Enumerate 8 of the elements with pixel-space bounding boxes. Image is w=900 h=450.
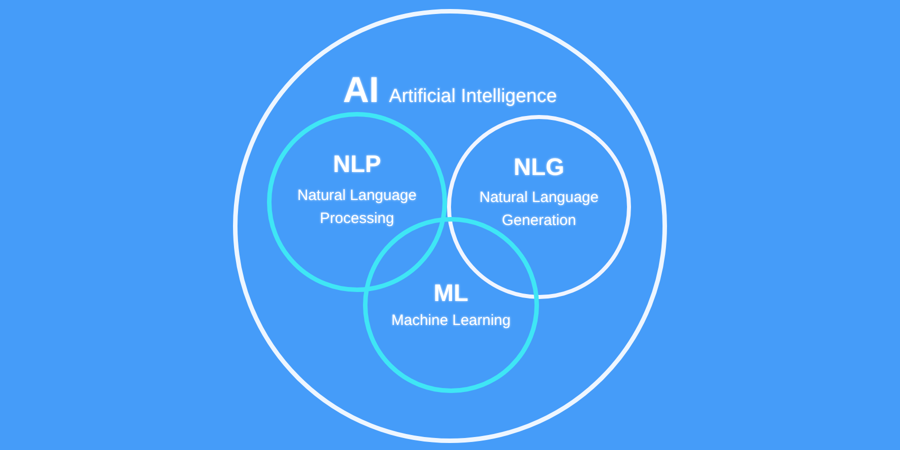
acronym-heading: AI [343, 69, 380, 111]
term-description: Machine Learning [390, 311, 512, 331]
acronym-heading: ML [434, 280, 468, 308]
term-description: Natural Language Generation [478, 188, 600, 231]
term-description: Artificial Intelligence [389, 86, 557, 108]
acronym-heading: NLP [333, 151, 381, 179]
term-description: Natural Language Processing [296, 186, 418, 229]
acronym-heading: NLG [514, 154, 564, 182]
